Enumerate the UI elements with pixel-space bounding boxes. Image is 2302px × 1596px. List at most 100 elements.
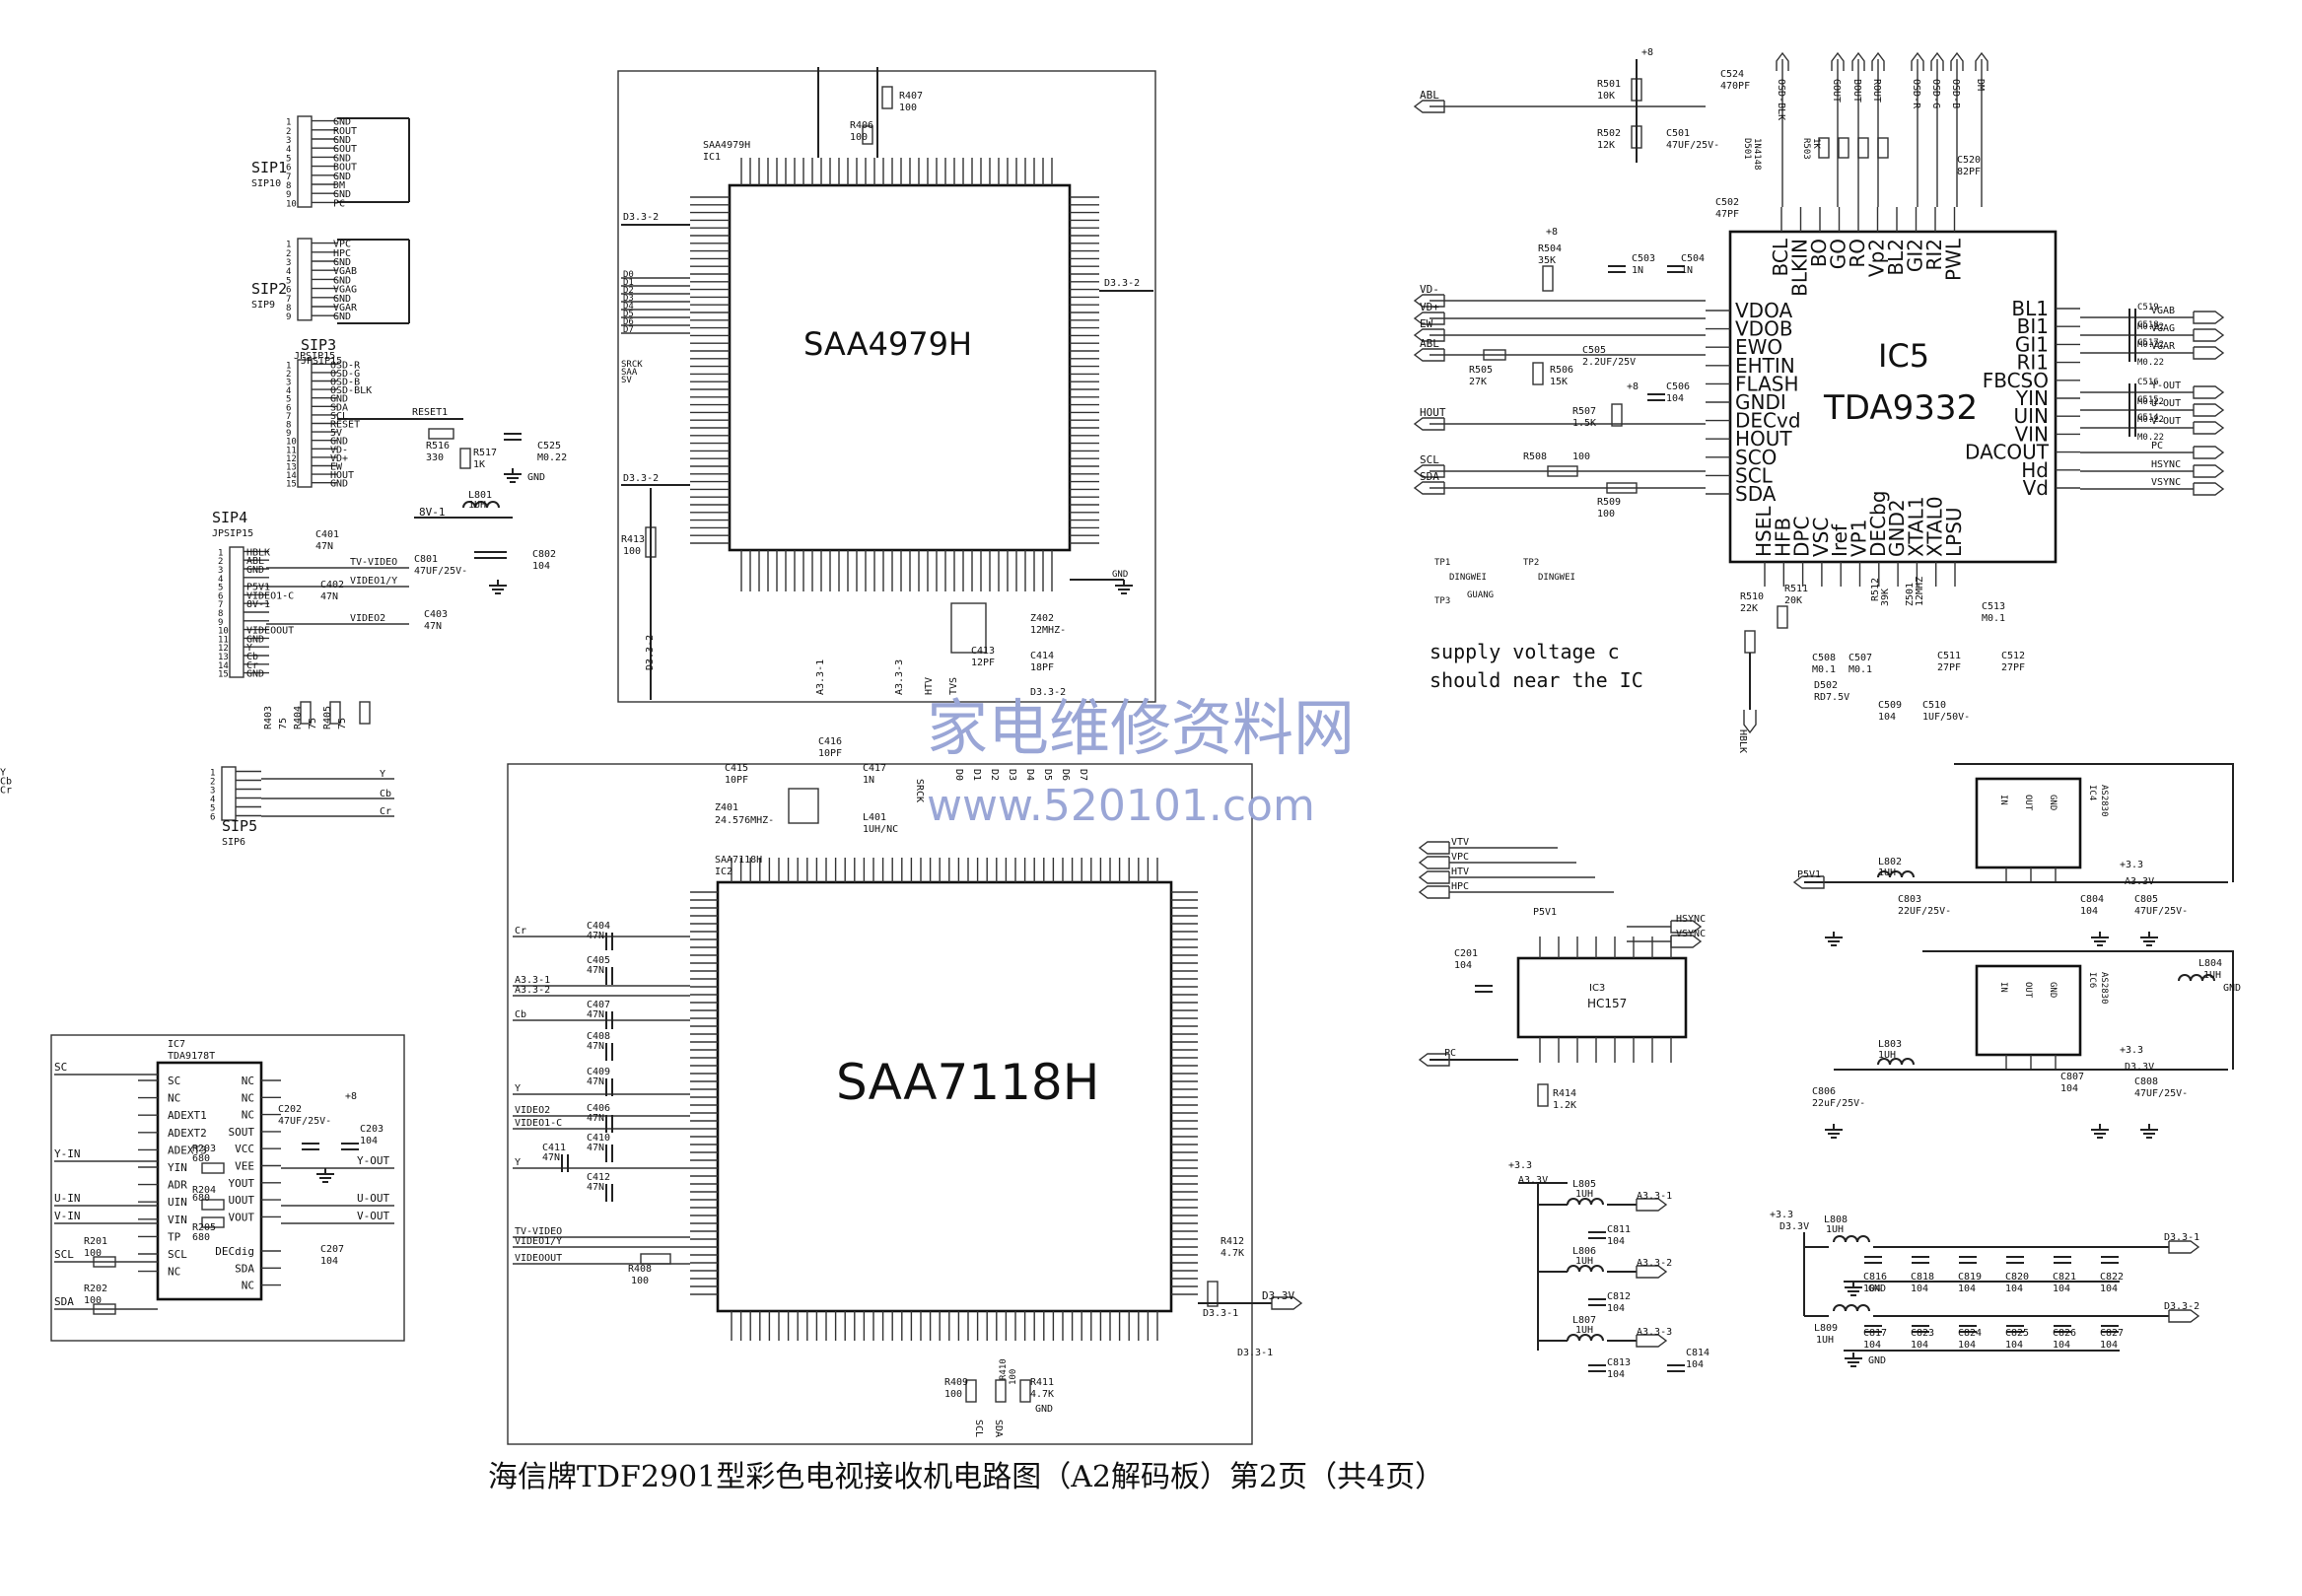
gnd-sip3: GND bbox=[527, 472, 545, 483]
z402-crystal bbox=[950, 602, 987, 654]
sip3-pin-label: OSD-R bbox=[330, 360, 361, 371]
row2-cap-ref: C824 bbox=[1958, 1328, 1982, 1339]
ic7-output-net: U-OUT bbox=[357, 1192, 389, 1205]
sip1-pin-label: BOUT bbox=[333, 163, 357, 173]
sip4-pin-number: 10 bbox=[218, 627, 229, 637]
wire bbox=[1413, 348, 1445, 362]
sip4-sub: JPSIP15 bbox=[212, 528, 253, 539]
r504-label: R504 bbox=[1538, 243, 1562, 254]
r501-value: 10K bbox=[1597, 91, 1615, 102]
ic7-pin-right: UOUT bbox=[229, 1194, 255, 1207]
ic5-pin-top: RI2 bbox=[1922, 239, 1946, 271]
net-d33v-rows: D3.3V bbox=[1779, 1221, 1809, 1232]
sip2-pin-number: 4 bbox=[286, 267, 291, 277]
c525-label: C525 bbox=[537, 441, 561, 451]
c508-value: M0.1 bbox=[1812, 664, 1836, 675]
load-resistor-value: 75 bbox=[337, 718, 348, 729]
load-resistor-value: 75 bbox=[278, 718, 289, 729]
ic5-out-cap-ref: C514 bbox=[2137, 413, 2159, 423]
c401-value: 47N bbox=[315, 541, 333, 552]
c413-label: C413 bbox=[971, 646, 995, 657]
sip4-pin-number: 2 bbox=[218, 557, 223, 567]
ic5-output-net: VSYNC bbox=[2151, 477, 2181, 488]
sip1-pin-number: 3 bbox=[286, 136, 291, 146]
c513-value: M0.1 bbox=[1982, 613, 2005, 624]
load-resistor-value: 75 bbox=[308, 718, 318, 729]
ic2-cap-value: 47N bbox=[587, 1076, 604, 1087]
ic5-output-net: VGAG bbox=[2151, 323, 2175, 334]
wire bbox=[2193, 385, 2225, 399]
r508-label: R508 bbox=[1523, 451, 1547, 462]
ic5-input-net: VD- bbox=[1420, 283, 1439, 296]
r507-label: R507 bbox=[1572, 406, 1596, 417]
inductor-symbol bbox=[1877, 1058, 1915, 1066]
sip5-pin-number: 5 bbox=[210, 804, 215, 814]
wire bbox=[1911, 51, 1924, 71]
ic5-out-cap-value: M0.22 bbox=[2137, 415, 2164, 425]
resistor-symbol bbox=[93, 1256, 116, 1268]
inductor-symbol bbox=[2178, 974, 2215, 982]
ic3-output-net: HSYNC bbox=[1676, 914, 1706, 925]
ic2-input-net: VIDEO1/Y bbox=[515, 1236, 562, 1247]
c806-value: 22uF/25V- bbox=[1812, 1098, 1865, 1109]
ic2-cap-value: 47N bbox=[587, 1182, 604, 1193]
sip5-pin-number: 4 bbox=[210, 796, 215, 805]
row2-cap-ref: C826 bbox=[2053, 1328, 2076, 1339]
sip1-pin-label: DM bbox=[333, 180, 345, 191]
inductor-symbol bbox=[1833, 1304, 1870, 1312]
c403-label: C403 bbox=[424, 609, 448, 620]
sip3-sub: JPSIP15 bbox=[301, 356, 342, 367]
sip5-pin-label: Cr bbox=[0, 786, 12, 797]
l802-label: L802 bbox=[1878, 857, 1902, 867]
r512-label: R512 bbox=[1870, 578, 1881, 601]
r507-value: 1.5K bbox=[1572, 418, 1596, 429]
ic5-pin-right: RI1 bbox=[2016, 351, 2049, 375]
ic7-input-net: SC bbox=[54, 1061, 67, 1074]
net-d33-2-e: D3.3-2 bbox=[1030, 687, 1066, 698]
r510-label: R510 bbox=[1740, 591, 1764, 602]
net-d33-1-ic2: D3.3-1 bbox=[1203, 1308, 1238, 1319]
c814-value: 104 bbox=[1686, 1359, 1704, 1370]
sip4-pin-label: P5V1 bbox=[246, 583, 270, 593]
net-sda-ic2: SDA bbox=[993, 1420, 1004, 1437]
ic2-input-net: VIDEO1-C bbox=[515, 1118, 562, 1129]
c502-label: C502 bbox=[1715, 197, 1739, 208]
sip4-pin-label: VIDEOOUT bbox=[246, 626, 294, 637]
row2-cap-value: 104 bbox=[2053, 1340, 2070, 1351]
wire bbox=[1851, 51, 1865, 71]
sip3-pin-number: 4 bbox=[286, 386, 291, 396]
sip3-pin-number: 12 bbox=[286, 454, 297, 464]
wire bbox=[2193, 403, 2225, 417]
ic2-input-net: VIDEO2 bbox=[515, 1105, 550, 1116]
ic2-input-net: Cr bbox=[515, 926, 526, 937]
decoupling-cap-ref: C811 bbox=[1607, 1224, 1631, 1235]
c201-value: 104 bbox=[1454, 960, 1472, 971]
r410-value: 100 bbox=[1009, 1369, 1018, 1385]
ic5-input-net: VD+ bbox=[1420, 301, 1439, 313]
ic5-pin-bottom: LPSU bbox=[1942, 507, 1966, 557]
ic7-input-net: Y-IN bbox=[54, 1147, 81, 1160]
wire bbox=[2193, 446, 2225, 459]
ic2-input-net: VIDEOOUT bbox=[515, 1253, 562, 1264]
ic5-pin-left: SCO bbox=[1735, 446, 1777, 469]
ic7-pin-left: ADR bbox=[168, 1179, 187, 1192]
inductor-symbol bbox=[1567, 1265, 1604, 1273]
sip1-pin-number: 7 bbox=[286, 173, 291, 182]
ic2-cap-value: 47N bbox=[587, 1113, 604, 1124]
c402-value: 47N bbox=[320, 591, 338, 602]
c510-value: 1UF/50V- bbox=[1922, 712, 1970, 723]
r502-label: R502 bbox=[1597, 128, 1621, 139]
ic7-output-net: V-OUT bbox=[357, 1210, 389, 1222]
ic5-pin-bottom: GND2 bbox=[1885, 499, 1909, 557]
net-saa: SAA bbox=[621, 368, 638, 378]
ic5-ref-label: IC5 bbox=[1878, 337, 1929, 375]
c807-value: 104 bbox=[2060, 1083, 2078, 1094]
sip3-pin-label: HOUT bbox=[330, 470, 354, 481]
net-d33-2-d: D3.3-2 bbox=[1104, 278, 1140, 289]
sip3-pin-number: 11 bbox=[286, 446, 297, 455]
r407-label: R407 bbox=[899, 91, 923, 102]
wire bbox=[1418, 841, 1450, 855]
ic5-pin-top: BCL bbox=[1769, 238, 1792, 276]
l804-label: L804 bbox=[2198, 958, 2222, 969]
ic5-output-net: VGAB bbox=[2151, 306, 2175, 316]
